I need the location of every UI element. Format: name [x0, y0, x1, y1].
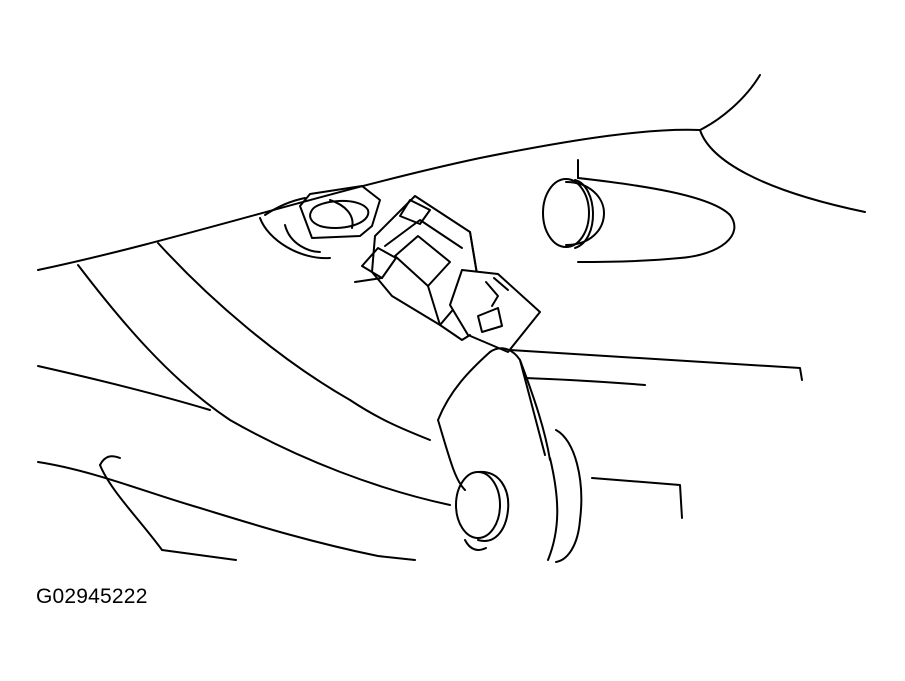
stopper-knob: [542, 178, 605, 249]
rounded-bracket: [577, 159, 736, 263]
pedal-arm: [437, 347, 583, 563]
structural-members: [37, 242, 451, 561]
panel-upper-contour: [37, 74, 866, 271]
mounting-bracket-lines: [509, 349, 803, 519]
mounting-nut: [259, 185, 381, 260]
electrical-connector: [439, 269, 541, 353]
figure-id-label: G02945222: [36, 585, 148, 608]
